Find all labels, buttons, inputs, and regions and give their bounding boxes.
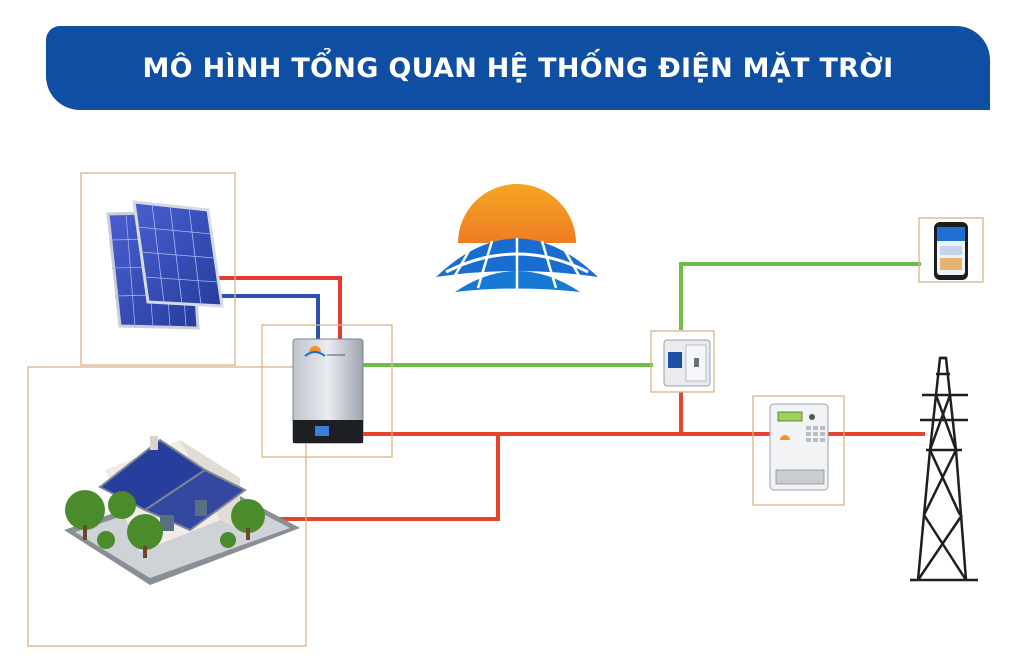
solar-frame	[80, 172, 236, 366]
meter-frame	[752, 395, 845, 506]
breaker-icon	[663, 339, 711, 387]
phone-frame	[918, 217, 984, 283]
solar-panel-icon	[106, 200, 224, 330]
component-frames	[27, 172, 984, 647]
smartphone-icon	[934, 222, 968, 280]
wiring	[215, 262, 925, 521]
dc-positive-wire	[215, 276, 342, 340]
inverter-frame	[261, 324, 393, 458]
electric-meter-icon	[769, 403, 829, 491]
page-title: MÔ HÌNH TỔNG QUAN HỆ THỐNG ĐIỆN MẶT TRỜI	[142, 52, 894, 84]
inverter-icon	[292, 338, 364, 444]
house-ac-wire	[258, 434, 500, 521]
dc-negative-wire	[215, 294, 320, 340]
sun-logo-icon	[436, 184, 598, 292]
house-icon	[64, 436, 300, 585]
title-banner: MÔ HÌNH TỔNG QUAN HỆ THỐNG ĐIỆN MẶT TRỜI	[46, 26, 990, 110]
app-signal-wire	[679, 262, 921, 330]
house-frame	[27, 366, 307, 647]
breaker-frame	[650, 330, 715, 393]
power-tower-icon	[910, 356, 978, 582]
